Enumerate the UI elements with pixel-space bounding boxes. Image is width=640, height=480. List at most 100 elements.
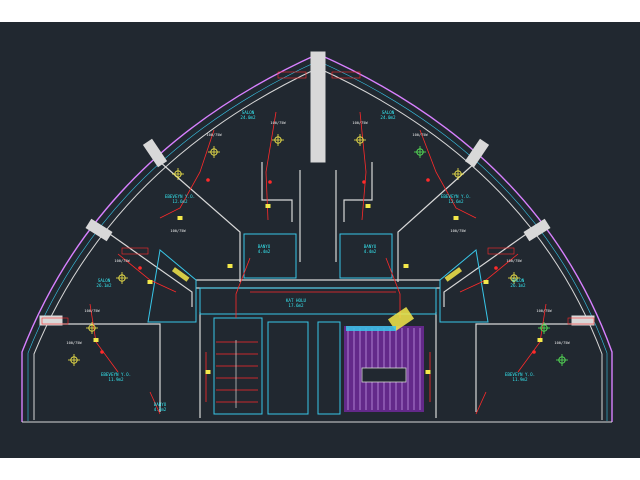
wall bbox=[343, 162, 373, 222]
right-wing-outline bbox=[439, 249, 489, 323]
room-name-label: BANYO bbox=[258, 244, 271, 249]
column bbox=[464, 138, 490, 168]
wall bbox=[159, 161, 241, 282]
ceiling-light-icon bbox=[272, 134, 284, 146]
room-area-label: 26.1m2 bbox=[96, 283, 112, 288]
annotation-box bbox=[331, 71, 361, 79]
fixture-tag: 100/75W bbox=[412, 133, 428, 137]
column bbox=[523, 218, 551, 242]
room-name-label: EBEVEYN Y.O. bbox=[505, 372, 535, 377]
switch-icon bbox=[268, 180, 272, 184]
fixture-tag: 100/75W bbox=[536, 309, 552, 313]
ceiling-light-icon bbox=[354, 134, 366, 146]
room-area-label: 11.9m2 bbox=[512, 377, 528, 382]
wall-socket-icon bbox=[93, 338, 99, 342]
distribution-panel-icon bbox=[346, 326, 396, 331]
room-name-label: EBEVEYN Y.O. bbox=[101, 372, 131, 377]
stair-treads bbox=[347, 328, 421, 410]
wall-socket-icon bbox=[265, 204, 271, 208]
stair-run bbox=[216, 341, 258, 403]
fixture-tag: 100/75W bbox=[66, 341, 82, 345]
room-area-label: 24.0m2 bbox=[240, 115, 256, 120]
room-area-label: 17.6m2 bbox=[288, 303, 304, 308]
stairwell bbox=[344, 326, 424, 412]
structural-columns bbox=[39, 51, 595, 326]
fixture-tag: 100/75W bbox=[206, 133, 222, 137]
wall bbox=[397, 161, 477, 282]
circuit bbox=[235, 257, 251, 318]
column bbox=[39, 315, 63, 326]
ceiling-light-icon bbox=[68, 354, 80, 366]
room-outlines bbox=[147, 233, 489, 415]
circuit bbox=[205, 352, 431, 402]
wall-socket-icon bbox=[403, 264, 409, 268]
left-wing-outline bbox=[147, 249, 197, 323]
room-name-label: SALON bbox=[242, 110, 255, 115]
distribution-panel-icon bbox=[444, 267, 463, 282]
room-area-label: 4.4m2 bbox=[154, 407, 167, 412]
fixture-tag: 100/75W bbox=[352, 121, 368, 125]
ceiling-light-icon bbox=[116, 272, 128, 284]
ceiling-light-icon bbox=[452, 168, 464, 180]
distribution-panel-icon bbox=[387, 307, 415, 331]
fixture-tag: 100/75W bbox=[170, 229, 186, 233]
room-area-label: 4.4m2 bbox=[364, 249, 377, 254]
column bbox=[310, 51, 326, 163]
room-area-label: 12.6m2 bbox=[172, 199, 188, 204]
room-area-label: 26.1m2 bbox=[510, 283, 526, 288]
service-stair bbox=[216, 340, 258, 408]
circuit bbox=[159, 129, 215, 219]
circuit bbox=[419, 129, 477, 219]
wall-socket-icon bbox=[205, 370, 211, 374]
annotation-box bbox=[567, 317, 595, 325]
ceiling-light-icon bbox=[414, 146, 426, 158]
fixture-tag: 100/75W bbox=[270, 121, 286, 125]
circuit bbox=[359, 111, 367, 221]
fixture-tag: 100/75W bbox=[450, 229, 466, 233]
wall bbox=[475, 323, 584, 412]
fixture-tag: 100/75W bbox=[84, 309, 100, 313]
room-name-label: BANYO bbox=[364, 244, 377, 249]
elevator-outline bbox=[267, 321, 309, 415]
annotation-box bbox=[41, 317, 69, 325]
wall bbox=[52, 323, 161, 412]
room-name-label: EBEVEYN Y.O. bbox=[441, 194, 471, 199]
room-area-label: 12.6m2 bbox=[448, 199, 464, 204]
distribution-panel-icon bbox=[171, 267, 190, 282]
room-name-label: SALON bbox=[98, 278, 111, 283]
wall-socket-icon bbox=[365, 204, 371, 208]
room-name-label: SALON bbox=[512, 278, 525, 283]
circuit bbox=[265, 111, 277, 221]
annotation-box bbox=[487, 247, 515, 255]
ceiling-light-icon bbox=[508, 272, 520, 284]
wall-socket-icon bbox=[425, 370, 431, 374]
room-name-label: EBEVEYN Y.O. bbox=[165, 194, 195, 199]
ceiling-light-icon bbox=[86, 322, 98, 334]
banyo-outline-right bbox=[339, 233, 393, 279]
annotation-box bbox=[121, 247, 149, 255]
shaft-outline bbox=[317, 321, 341, 415]
switch-icon bbox=[138, 266, 142, 270]
switch-icon bbox=[206, 178, 210, 182]
distribution-panels bbox=[171, 267, 463, 331]
fixture-tag: 100/75W bbox=[506, 259, 522, 263]
ceiling-light-icon bbox=[172, 168, 184, 180]
wall-socket-icon bbox=[537, 338, 543, 342]
column bbox=[85, 218, 113, 242]
wall bbox=[261, 162, 293, 222]
room-area-label: 24.0m2 bbox=[380, 115, 396, 120]
wall bbox=[103, 229, 193, 307]
partition-walls bbox=[52, 161, 584, 418]
fixture-tag: 100/75W bbox=[554, 341, 570, 345]
room-name-label: BANYO bbox=[154, 402, 167, 407]
banyo-outline-left bbox=[243, 233, 297, 279]
corridor-outline bbox=[199, 287, 437, 315]
switch-icon bbox=[532, 350, 536, 354]
annotation-box bbox=[277, 71, 307, 79]
switch-icon bbox=[362, 180, 366, 184]
room-name-label: SALON bbox=[382, 110, 395, 115]
